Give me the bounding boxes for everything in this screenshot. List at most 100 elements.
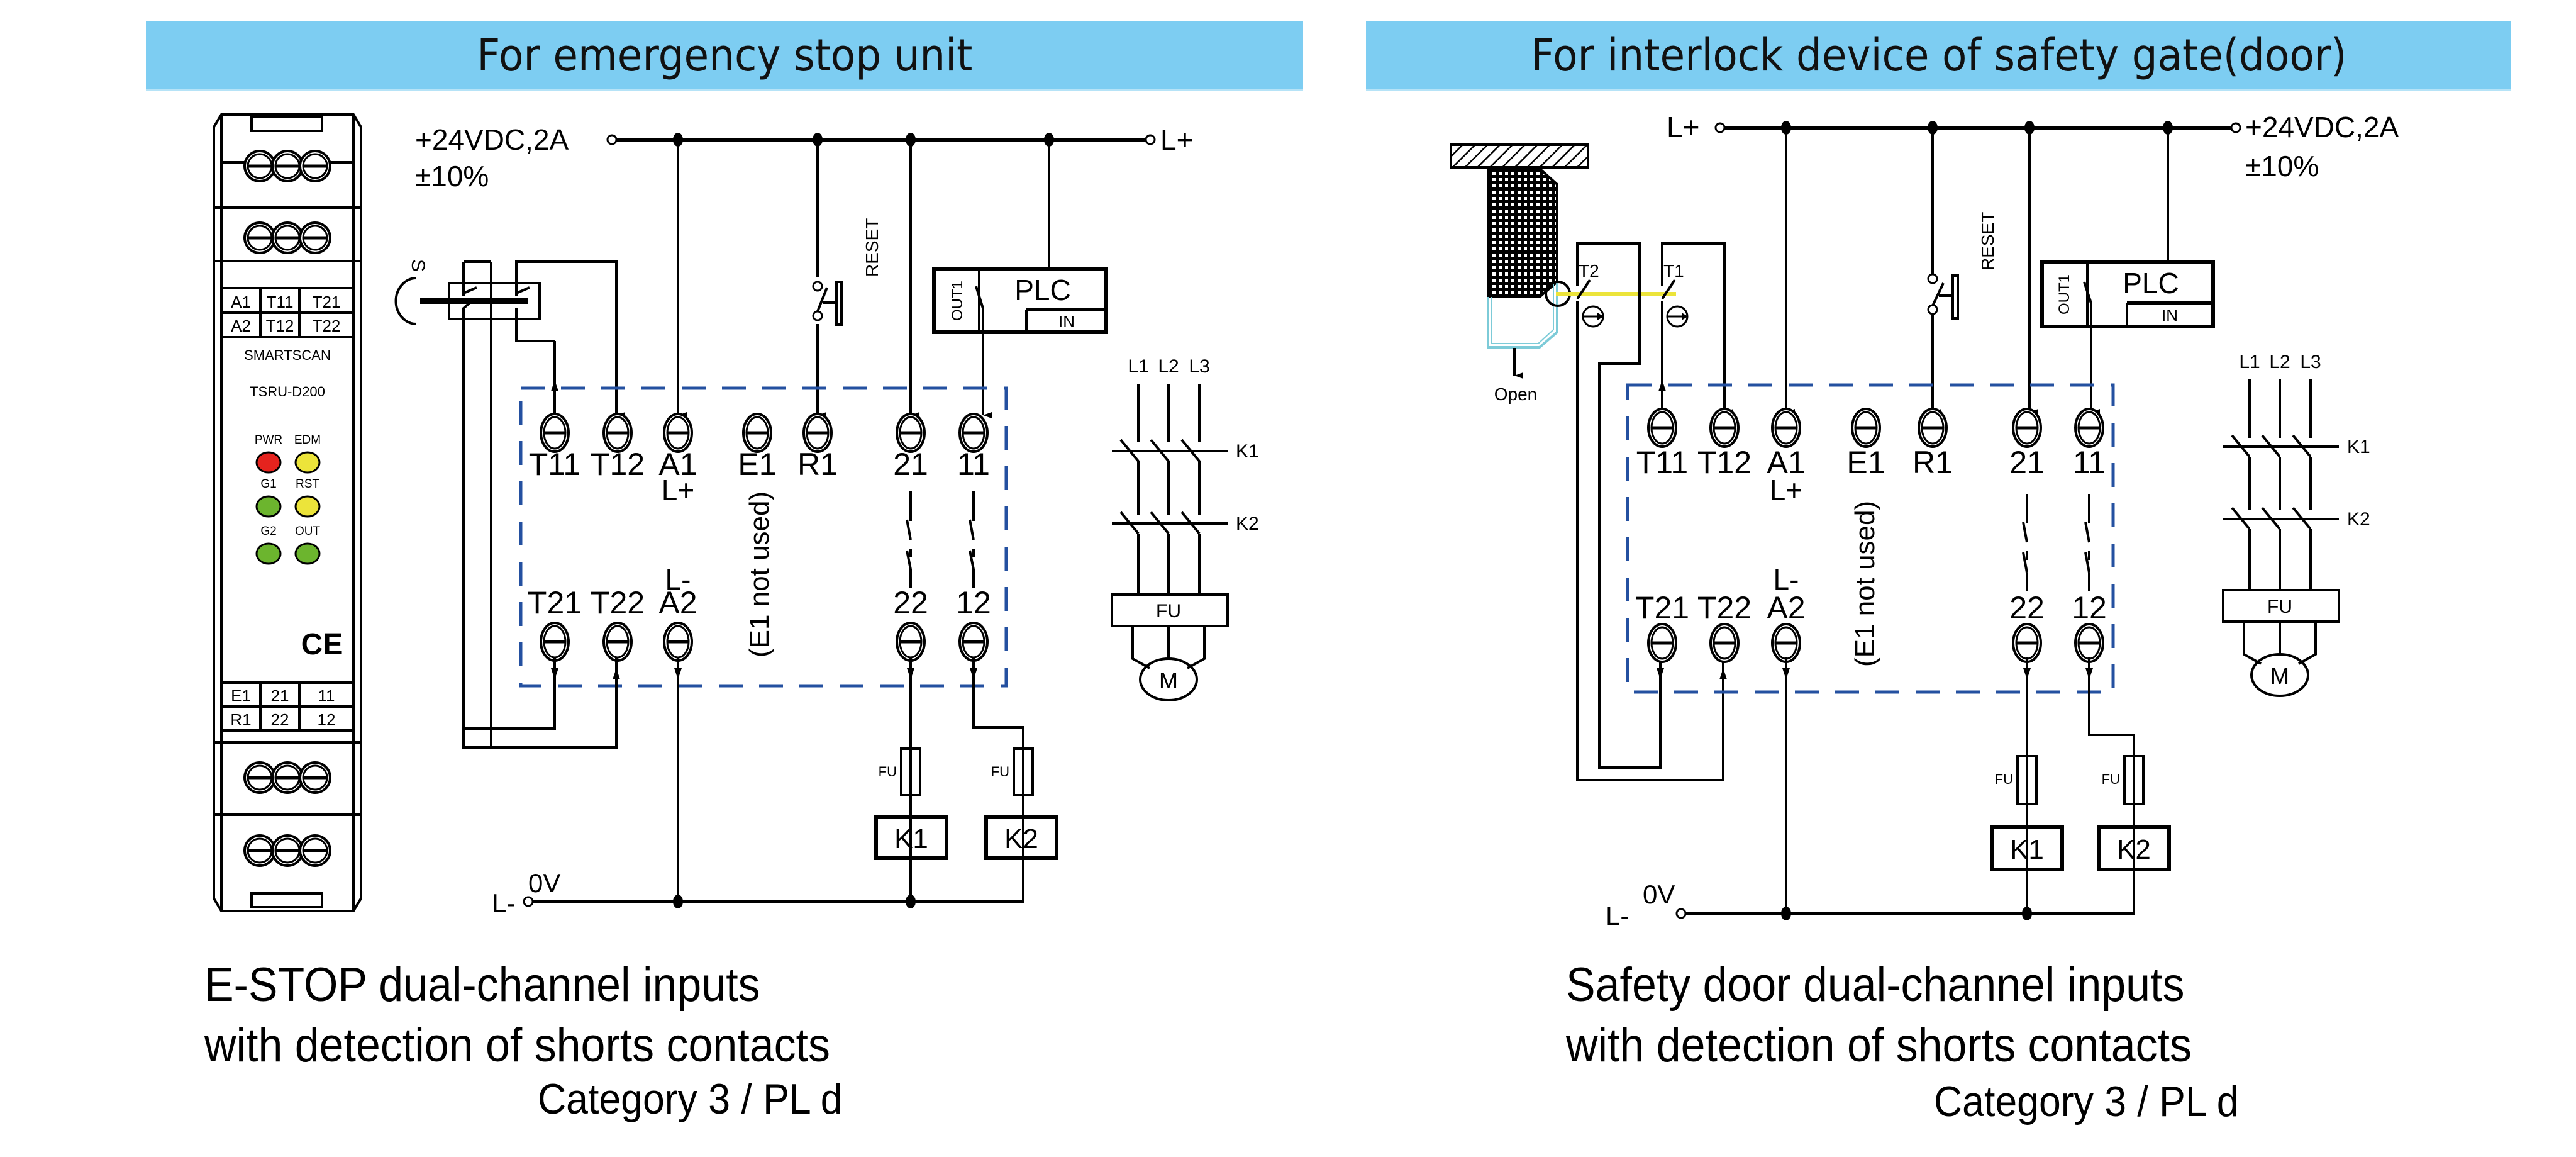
- device-screw-terminal: [243, 150, 276, 182]
- right-plc-in: IN: [2162, 306, 2178, 325]
- left-caption: E-STOP dual-channel inputs with detectio…: [204, 955, 830, 1076]
- right-reset-button: RESET: [1927, 212, 1997, 320]
- t2-arrow-icon: [1582, 305, 1604, 328]
- right-terminal-21: [2012, 408, 2042, 448]
- right-motor-symbol: [2250, 653, 2309, 697]
- right-section-header: For interlock device of safety gate(door…: [1366, 21, 2511, 91]
- left-terminal-label-t21: T21: [528, 585, 582, 620]
- left-terminal-t21: [540, 622, 570, 662]
- right-section-title: For interlock device of safety gate(door…: [1531, 30, 2346, 81]
- emergency-stop-switch: S: [394, 259, 625, 742]
- left-0v-label: 0V: [528, 868, 560, 898]
- device-terminal-label: 12: [318, 710, 336, 729]
- left-coil-k2: K2: [1004, 824, 1038, 854]
- left-terminal-e1: [742, 413, 772, 453]
- left-caption-line1: E-STOP dual-channel inputs: [204, 958, 760, 1012]
- right-motor-label: M: [2270, 663, 2289, 689]
- device-terminal-label: 22: [271, 710, 289, 729]
- right-plc: PLC IN OUT1: [2040, 260, 2215, 415]
- right-supply-label: +24VDC,2A: [2245, 111, 2399, 143]
- left-motor-k1-label: K1: [1236, 441, 1259, 462]
- right-terminal-label-a1: A1: [1767, 445, 1805, 480]
- switch-label-t1: T1: [1663, 261, 1684, 281]
- device-terminal-label: A2: [231, 316, 251, 335]
- device-screw-terminal: [299, 834, 331, 867]
- left-motor-k2-label: K2: [1236, 513, 1259, 534]
- right-caption-line2: with detection of shorts contacts: [1566, 1019, 2192, 1072]
- left-terminal-label-t11: T11: [529, 447, 580, 482]
- led-label: OUT: [295, 525, 321, 538]
- device-terminal-label: 21: [271, 686, 289, 705]
- left-terminal-label-a2: A2: [658, 585, 697, 620]
- right-caption-line1: Safety door dual-channel inputs: [1566, 958, 2185, 1012]
- right-terminal-label-22: 22: [2009, 590, 2045, 625]
- left-category: Category 3 / PL d: [538, 1075, 843, 1123]
- right-output-contacts: [2022, 494, 2090, 591]
- led-g2-indicator: [255, 542, 282, 565]
- left-terminal-21: [896, 413, 926, 453]
- left-a2-sup: L-: [665, 563, 691, 596]
- left-lminus-label: L-: [492, 888, 515, 918]
- right-terminal-label-t12: T12: [1697, 445, 1752, 480]
- left-tolerance-label: ±10%: [415, 160, 489, 193]
- left-terminal-label-r1: R1: [797, 447, 838, 482]
- left-fuse-label-1: FU: [879, 764, 897, 780]
- left-terminal-11: [958, 413, 989, 453]
- led-label: G2: [260, 525, 276, 538]
- left-terminal-12: [958, 622, 989, 662]
- led-label: RST: [296, 478, 319, 491]
- reset-button: RESET: [812, 218, 882, 326]
- left-contactor-coils: K1 K2: [874, 815, 1058, 860]
- right-terminal-t21: [1647, 623, 1677, 663]
- left-terminal-a2: [663, 622, 693, 662]
- left-coil-k1: K1: [894, 824, 928, 854]
- right-a1-sub: L+: [1770, 474, 1802, 506]
- right-lplus-label: L+: [1667, 111, 1699, 143]
- right-coil-k1: K1: [2010, 834, 2044, 865]
- estop-wiring-diagram: +24VDC,2A ±10% L+ RESET: [394, 123, 1259, 918]
- led-out-indicator: [294, 542, 321, 565]
- open-label: Open: [1494, 384, 1538, 404]
- left-terminal-label-t22: T22: [591, 585, 645, 620]
- right-terminal-t11: [1647, 408, 1677, 448]
- device-brand: SMARTSCAN: [244, 347, 331, 363]
- left-supply-label: +24VDC,2A: [415, 123, 569, 156]
- right-terminal-label-t11: T11: [1636, 445, 1688, 480]
- led-label: EDM: [294, 433, 321, 447]
- right-terminal-label-t21: T21: [1635, 590, 1689, 625]
- left-terminal-22: [896, 622, 926, 662]
- left-estop-label: S: [408, 259, 428, 272]
- left-plc-title: PLC: [1014, 274, 1070, 306]
- right-terminal-label-a2: A2: [1767, 590, 1805, 625]
- left-terminal-label-e1: E1: [738, 447, 776, 482]
- right-terminal-12: [2074, 623, 2104, 663]
- right-terminal-a2: [1771, 623, 1801, 663]
- left-relay-enclosure: [519, 386, 1008, 688]
- right-terminal-label-r1: R1: [1913, 445, 1953, 480]
- right-terminal-label-12: 12: [2072, 590, 2107, 625]
- right-category: Category 3 / PL d: [1934, 1078, 2239, 1126]
- device-screw-terminal: [243, 761, 276, 794]
- right-motor-k2-label: K2: [2347, 509, 2370, 530]
- left-terminal-label-t12: T12: [591, 447, 645, 482]
- right-lminus-label: L-: [1606, 901, 1629, 931]
- left-motor-label: M: [1159, 668, 1178, 693]
- left-output-contacts: [906, 491, 975, 588]
- device-screw-terminal: [243, 221, 276, 254]
- left-a1-sub: L+: [662, 474, 694, 506]
- safety-door-interlock: Open T2 T1: [1450, 143, 1733, 781]
- device-terminal-label: T11: [267, 293, 294, 311]
- left-terminal-label-a1: A1: [658, 447, 697, 482]
- right-0v-label: 0V: [1643, 880, 1675, 909]
- right-a2-sup: L-: [1774, 563, 1799, 596]
- led-g1-indicator: [255, 495, 282, 518]
- t1-arrow-icon: [1666, 305, 1689, 328]
- right-terminal-t22: [1709, 623, 1740, 663]
- left-motor-symbol: [1139, 657, 1198, 701]
- right-reset-label: RESET: [1978, 212, 1997, 271]
- device-model: TSRU-D200: [250, 384, 325, 400]
